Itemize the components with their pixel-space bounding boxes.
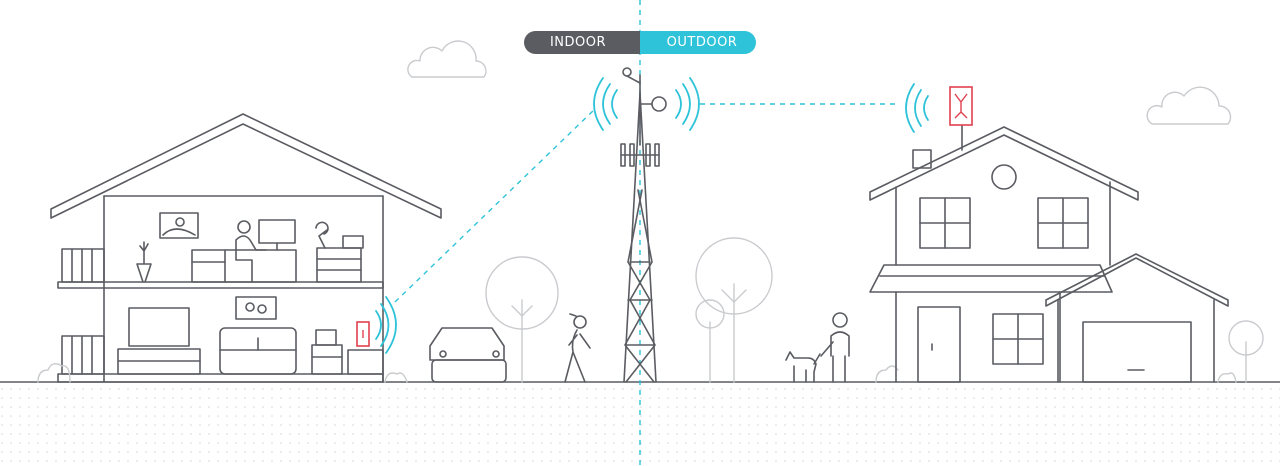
street-scene-right <box>695 237 899 383</box>
tower-signal-icon <box>593 77 700 131</box>
outdoor-antenna-signal-icon <box>905 83 929 133</box>
street-scene-left <box>429 256 591 383</box>
indoor-signal-icon <box>375 296 397 354</box>
indoor-outdoor-toggle[interactable]: INDOOR OUTDOOR <box>524 31 756 54</box>
cell-tower <box>620 67 667 383</box>
cloud-icon <box>407 40 487 78</box>
cloud-icon <box>1146 86 1232 125</box>
signal-link <box>394 107 597 303</box>
indoor-house <box>37 113 442 383</box>
outdoor-tab[interactable]: OUTDOOR <box>640 31 756 54</box>
outdoor-house <box>869 86 1264 383</box>
indoor-tab[interactable]: INDOOR <box>524 31 640 54</box>
